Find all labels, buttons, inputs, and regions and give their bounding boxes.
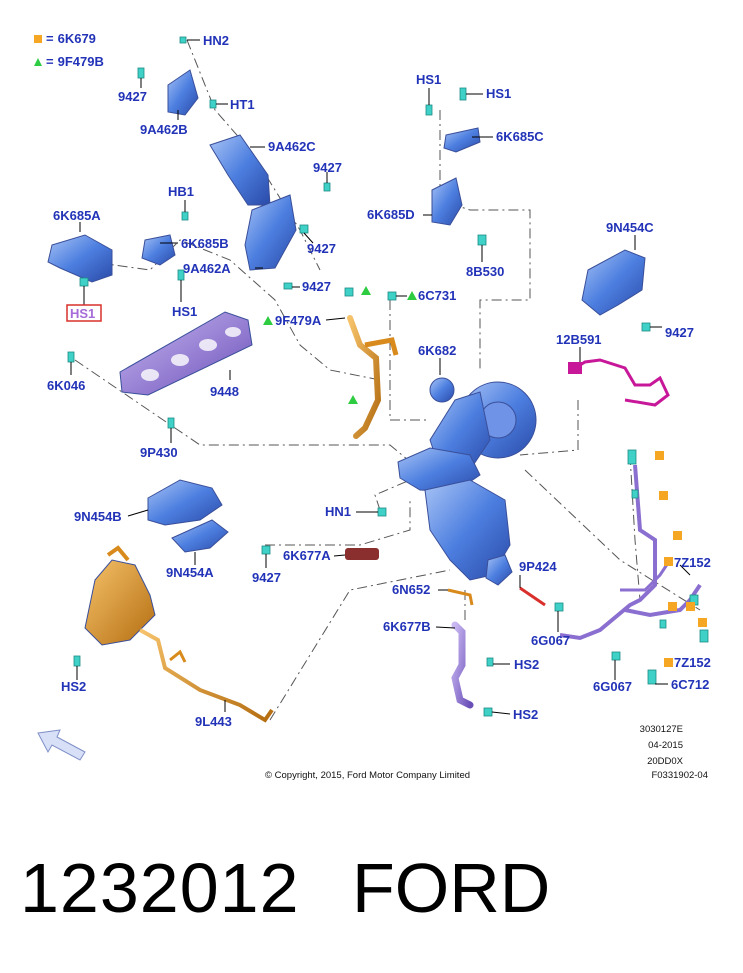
label-9427-a: 9427 — [118, 89, 147, 104]
coolant-hoses-7z152 — [559, 464, 657, 641]
legend: =6K679 =9F479B — [34, 31, 104, 69]
label-hs2-a: HS2 — [514, 657, 539, 672]
label-9448: 9448 — [210, 384, 239, 399]
svg-text:=9F479B: =9F479B — [46, 54, 104, 69]
label-6k046: 6K046 — [47, 378, 85, 393]
label-9a462b: 9A462B — [140, 122, 188, 137]
label-hs1-c: HS1 — [416, 72, 441, 87]
label-hb1: HB1 — [168, 184, 194, 199]
label-hn2: HN2 — [203, 33, 229, 48]
label-8b530: 8B530 — [466, 264, 504, 279]
oil-return-pipe-6k677b — [451, 621, 474, 709]
info-block: 3030127E 04-2015 20DD0X F0331902-04 — [640, 724, 708, 781]
gasket-9448 — [119, 311, 253, 396]
label-6k685d: 6K685D — [367, 207, 415, 222]
heat-shield-9a462a — [244, 194, 297, 271]
svg-text:3030127E: 3030127E — [640, 724, 683, 735]
bracket-6k685d — [431, 177, 463, 226]
label-hs2-b: HS2 — [61, 679, 86, 694]
label-9n454a: 9N454A — [166, 565, 214, 580]
label-7z152-a: 7Z152 — [674, 555, 711, 570]
brand-name: FORD — [352, 849, 551, 927]
label-9f479a: 9F479A — [275, 313, 322, 328]
heat-shield-9a462c — [209, 134, 271, 206]
copyright-text: © Copyright, 2015, Ford Motor Company Li… — [265, 770, 470, 781]
label-6k677a: 6K677A — [283, 548, 331, 563]
bracket-9l443 — [84, 559, 156, 646]
label-hs1-b: HS1 — [172, 304, 197, 319]
heat-shield-9n454c — [581, 249, 646, 316]
label-6k685c: 6K685C — [496, 129, 544, 144]
stud-9p424 — [519, 586, 546, 607]
label-12b591: 12B591 — [556, 332, 602, 347]
part-labels: HN2 9427 HT1 9A462B 9A462C 9427 HB1 6K68… — [47, 33, 711, 729]
label-9p430: 9P430 — [140, 445, 178, 460]
label-6c712: 6C712 — [671, 677, 709, 692]
fasteners — [67, 36, 709, 717]
bracket-6k685c — [443, 127, 481, 153]
turbocharger-6k682 — [397, 377, 537, 586]
label-6g067-b: 6G067 — [593, 679, 632, 694]
label-7z152-b: 7Z152 — [674, 655, 711, 670]
exploded-parts-diagram: =6K679 =9F479B — [34, 31, 711, 781]
leader-lines — [70, 39, 691, 715]
label-9n454b: 9N454B — [74, 509, 122, 524]
label-6k685a: 6K685A — [53, 208, 101, 223]
view-direction-arrow-icon — [37, 729, 86, 761]
clip-6n652 — [447, 588, 474, 606]
bracket-6k685a — [47, 234, 113, 283]
highlighted-hs1-box — [66, 304, 102, 322]
pipe-9l443 — [139, 628, 274, 723]
heat-shield-9n454a — [171, 519, 229, 553]
label-hs1-highlighted: HS1 — [70, 306, 95, 321]
part-caption: 1232012 FORD — [20, 848, 720, 948]
label-hs2-c: HS2 — [513, 707, 538, 722]
gasket-6k677a — [345, 548, 379, 560]
svg-text:=6K679: =6K679 — [46, 31, 96, 46]
label-6n652: 6N652 — [392, 582, 430, 597]
label-6c731: 6C731 — [418, 288, 456, 303]
label-9a462c: 9A462C — [268, 139, 316, 154]
label-6k685b: 6K685B — [181, 236, 229, 251]
svg-text:F0331902-04: F0331902-04 — [651, 770, 708, 781]
label-9427-b: 9427 — [313, 160, 342, 175]
heat-shield-9a462b — [167, 69, 199, 116]
heat-shield-9n454b — [147, 479, 223, 526]
bracket-6k685b — [141, 234, 176, 266]
label-9n454c: 9N454C — [606, 220, 654, 235]
label-6k677b: 6K677B — [383, 619, 431, 634]
label-6g067-a: 6G067 — [531, 633, 570, 648]
label-9427-d: 9427 — [307, 241, 336, 256]
label-9427-f: 9427 — [252, 570, 281, 585]
sensor-12b591 — [571, 358, 670, 407]
label-9427-c: 9427 — [302, 279, 331, 294]
markers — [263, 286, 707, 667]
label-9427-e: 9427 — [665, 325, 694, 340]
label-6k682: 6K682 — [418, 343, 456, 358]
label-9a462a: 9A462A — [183, 261, 231, 276]
label-ht1: HT1 — [230, 97, 255, 112]
legend-green-triangle-icon — [34, 58, 42, 66]
part-number: 1232012 — [20, 849, 300, 927]
label-9l443: 9L443 — [195, 714, 232, 729]
svg-text:20DD0X: 20DD0X — [647, 756, 684, 767]
label-hn1: HN1 — [325, 504, 351, 519]
label-hs1-d: HS1 — [486, 86, 511, 101]
legend-orange-square-icon — [34, 35, 42, 43]
svg-text:04-2015: 04-2015 — [648, 740, 683, 751]
label-9p424: 9P424 — [519, 559, 557, 574]
oil-feed-pipe-9f479a — [347, 315, 382, 439]
